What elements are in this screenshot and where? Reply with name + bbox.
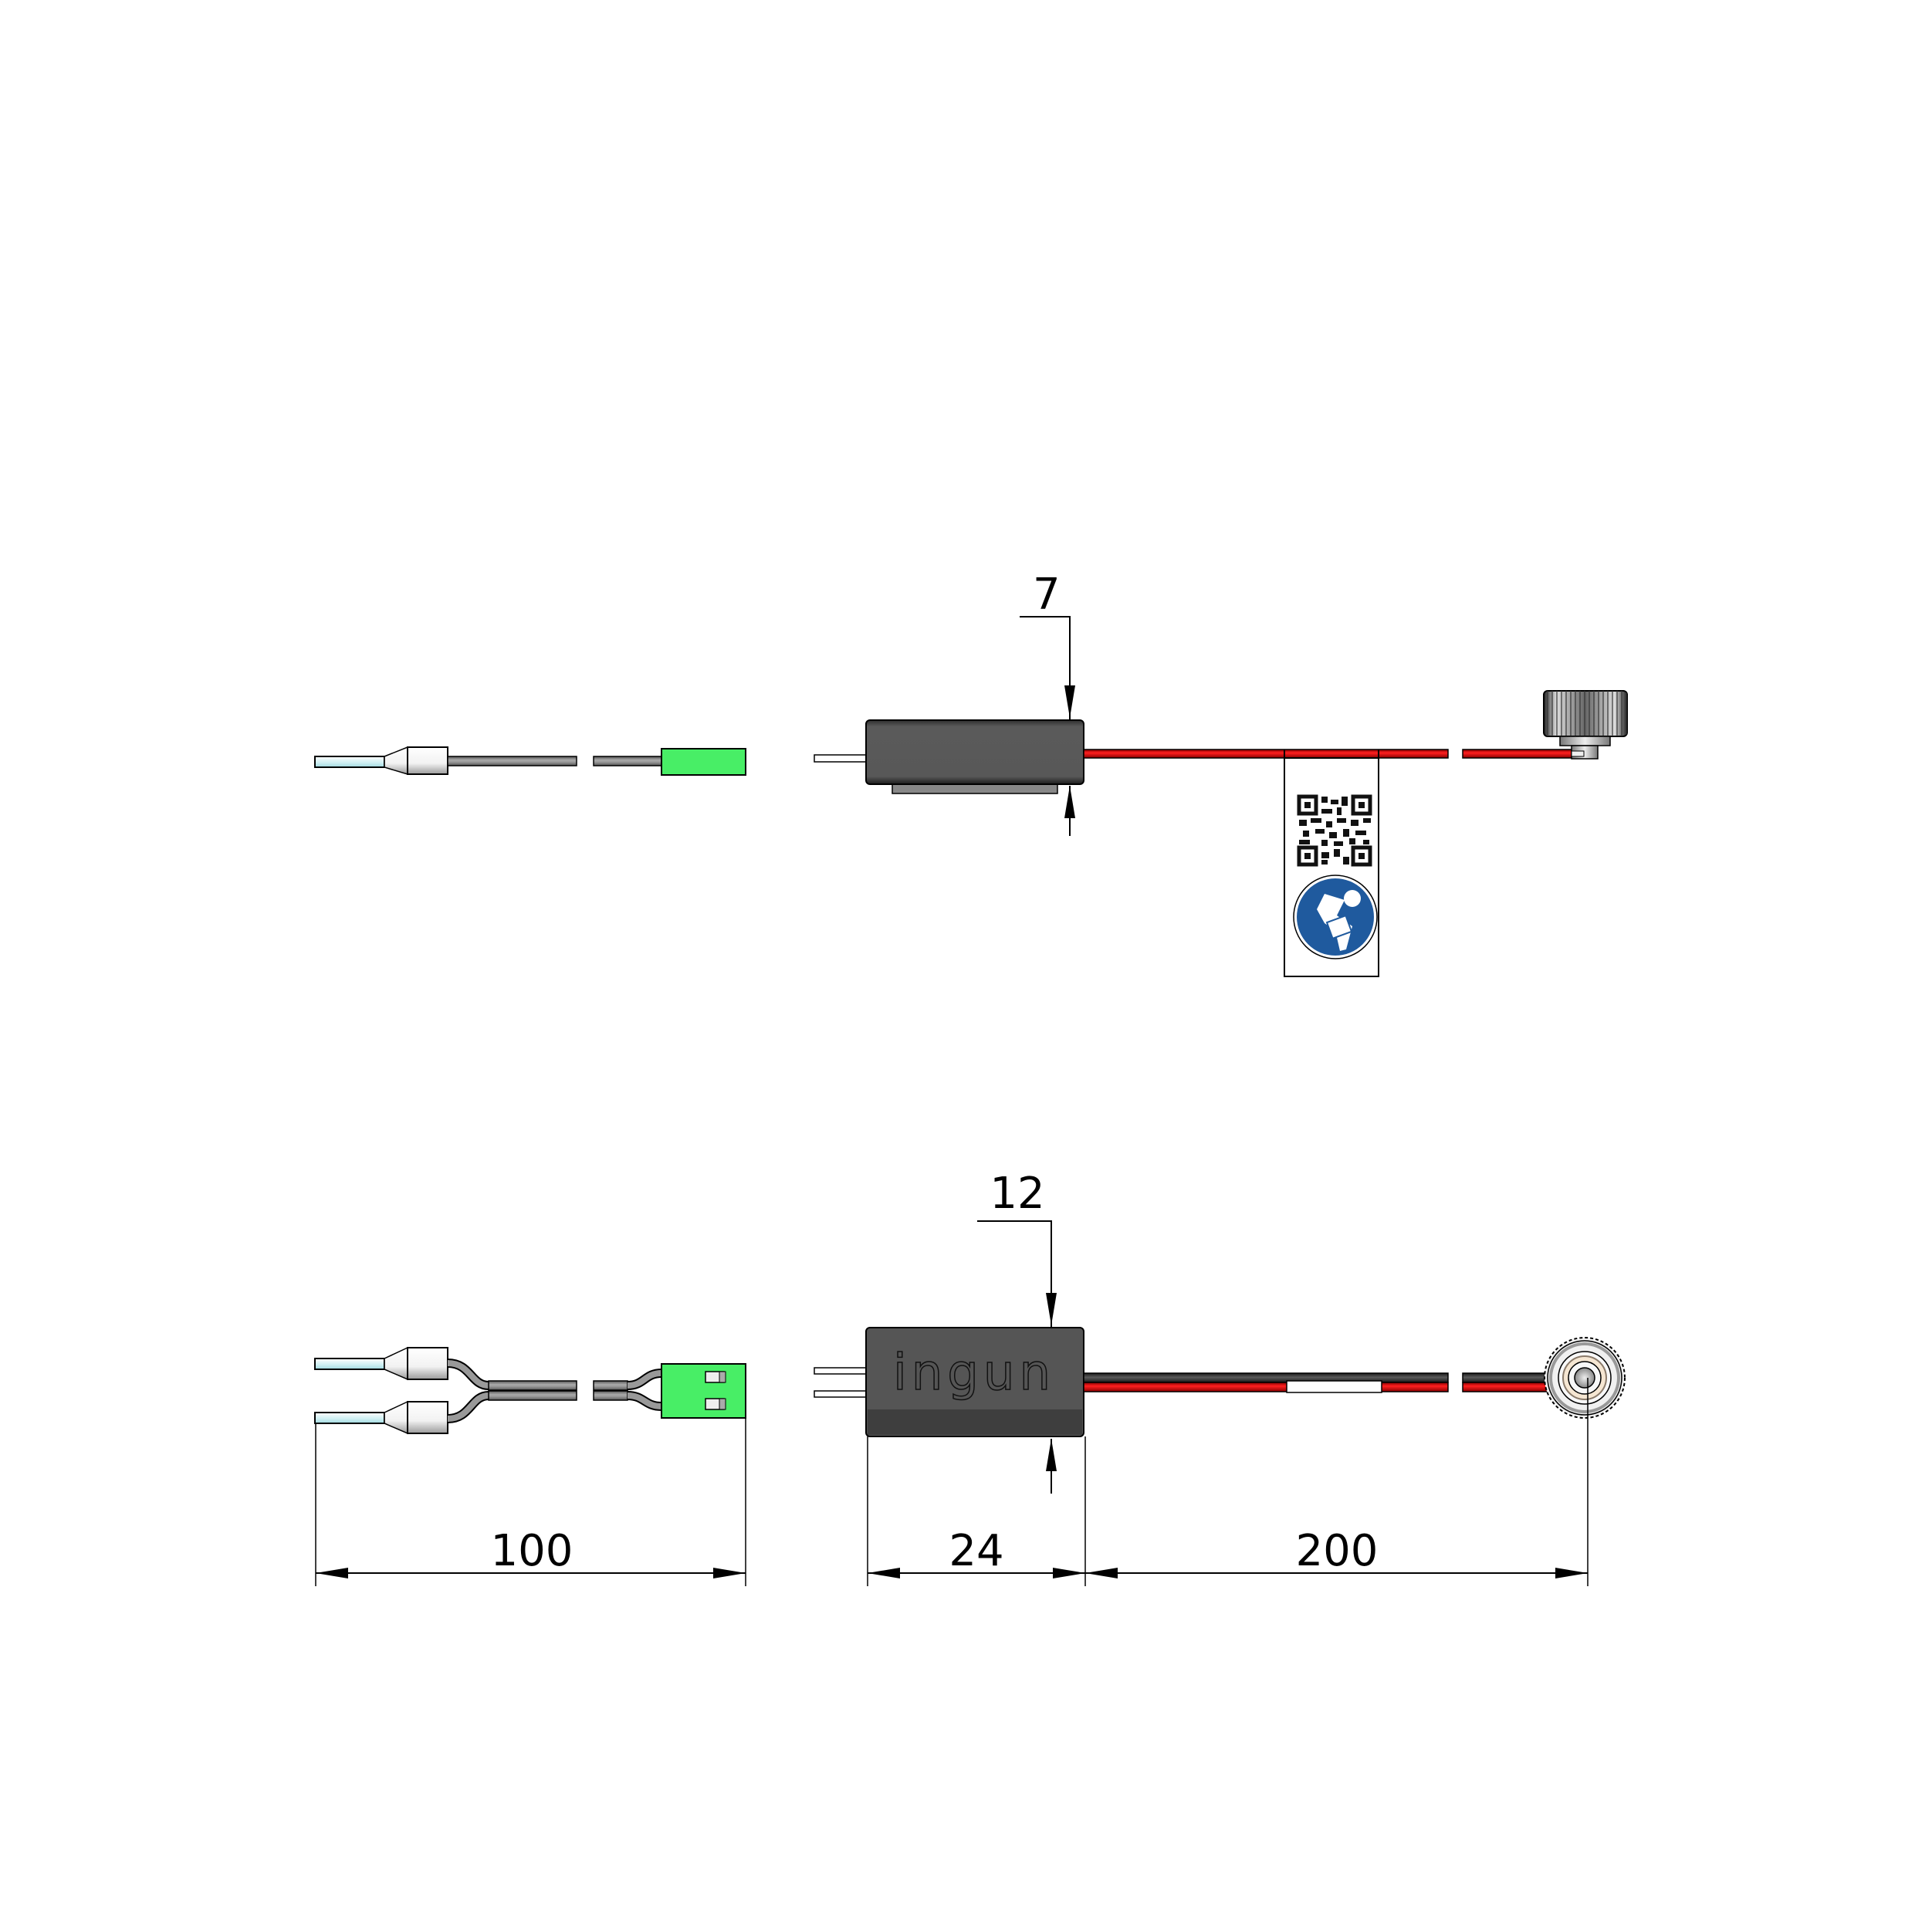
housing-top: ingun <box>865 1327 1084 1437</box>
dimension-height-top: 12 <box>977 1169 1057 1494</box>
ferrule-pin <box>314 746 448 776</box>
read-manual-sign-icon <box>1293 875 1378 959</box>
housing-pin <box>814 1367 867 1375</box>
label-tag <box>1284 749 1379 977</box>
black-wire <box>1083 1372 1449 1383</box>
qr-code-icon <box>1297 794 1372 867</box>
dimension-housing-length: 24 <box>868 1526 1085 1578</box>
housing-side <box>865 719 1084 785</box>
dimension-label-12: 12 <box>990 1169 1044 1219</box>
side-view: 7 <box>314 570 1628 977</box>
red-wire <box>1083 749 1449 759</box>
grey-cable-segment <box>593 1380 628 1391</box>
round-connector-top <box>1544 1337 1626 1419</box>
red-wire <box>1083 1382 1449 1392</box>
top-view: ingun 12 <box>314 1169 1626 1586</box>
dimension-connector-length: 100 <box>316 1526 746 1578</box>
black-wire <box>1462 1372 1556 1383</box>
dimension-label-100: 100 <box>491 1526 574 1576</box>
grey-cable-segment <box>593 756 662 766</box>
ferrule-pin-bottom <box>314 1400 448 1435</box>
wire-label-strip <box>1286 1380 1382 1393</box>
dimension-label-24: 24 <box>949 1526 1003 1576</box>
red-wire <box>1462 1382 1556 1392</box>
green-connector <box>661 748 746 776</box>
extension-lines <box>315 1378 1589 1586</box>
red-wire <box>1462 749 1572 759</box>
knurled-connector-side <box>1543 690 1628 760</box>
dimension-height-side: 7 <box>1020 570 1075 836</box>
grey-cable-segment <box>488 1380 577 1391</box>
green-connector-top <box>661 1363 746 1419</box>
dimension-label-7: 7 <box>1033 570 1061 620</box>
dimension-output-cable-length: 200 <box>1085 1526 1588 1578</box>
housing-pin <box>814 1390 867 1398</box>
grey-cable-segment <box>447 756 577 766</box>
housing-logo: ingun <box>893 1345 1055 1402</box>
ferrule-pin-top <box>314 1346 448 1381</box>
dimension-label-200: 200 <box>1296 1526 1379 1576</box>
housing-pin <box>814 754 867 763</box>
